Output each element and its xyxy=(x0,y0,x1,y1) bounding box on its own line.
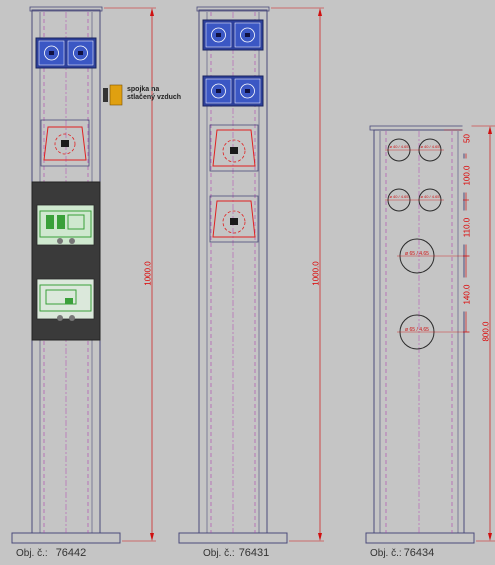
socket-face xyxy=(211,27,226,43)
socket-face xyxy=(240,83,255,99)
column-76442 xyxy=(11,6,156,544)
cee-face xyxy=(54,133,76,155)
breaker-window xyxy=(39,284,92,312)
breaker-module xyxy=(57,215,65,229)
socket-pins xyxy=(49,51,54,55)
base-plate xyxy=(11,532,121,544)
column-76431 xyxy=(178,6,324,544)
socket-pins xyxy=(78,51,83,55)
height-dim-76431: 1000.0 xyxy=(311,261,321,286)
caption-prefix: Obj. č.: xyxy=(370,548,402,559)
caption-prefix: Obj. č.: xyxy=(16,548,48,559)
double-socket-blue-top xyxy=(202,19,264,51)
caption-number: 76434 xyxy=(403,547,435,559)
cee-pins xyxy=(230,218,238,225)
base-plate xyxy=(365,532,475,544)
screw xyxy=(57,238,63,244)
cee-face xyxy=(222,139,246,163)
coupler-body xyxy=(109,84,123,106)
dim-arrow xyxy=(488,126,492,134)
coupler-note-line1: spojka na xyxy=(127,86,160,93)
cee-face xyxy=(222,210,246,234)
socket-pins xyxy=(245,89,250,93)
dim-arrow xyxy=(318,8,322,16)
caption-76442: Obj. č.: 76442 xyxy=(16,546,86,560)
cee-socket-upper xyxy=(209,124,259,172)
caption-number: 76431 xyxy=(238,547,270,559)
breaker-module xyxy=(65,298,73,304)
cee-plate xyxy=(209,124,259,172)
hole-dim-50: 50 xyxy=(462,123,472,154)
column-76434 xyxy=(365,125,495,544)
hole-dim-140: 140.0 xyxy=(462,277,472,312)
cee-housing xyxy=(212,129,256,167)
socket-face xyxy=(240,27,255,43)
socket-right xyxy=(67,40,94,66)
socket-face xyxy=(211,83,226,99)
hole-label-small: ø 40 / 4.65 xyxy=(420,144,440,149)
double-socket-blue xyxy=(35,37,97,69)
cee-plate xyxy=(209,195,259,243)
caption-76431: Obj. č.:76431 xyxy=(203,546,269,560)
top-cap xyxy=(29,6,103,12)
coupler-note: spojka na stlačený vzduch xyxy=(127,86,181,102)
cee-pins xyxy=(230,147,238,154)
caption-prefix: Obj. č.: xyxy=(203,548,235,559)
breaker-module xyxy=(45,289,77,305)
air-coupler xyxy=(103,84,123,106)
cee-plate xyxy=(40,119,90,167)
socket-face xyxy=(73,45,88,61)
hole-label-large: ø 65 / 4.65 xyxy=(405,327,429,333)
hole-dim-100: 100.0 xyxy=(462,158,472,193)
socket-pins xyxy=(245,33,250,37)
dim-arrow xyxy=(150,533,154,541)
cee-housing xyxy=(43,126,87,161)
hole-label-small: ø 40 / 4.65 xyxy=(389,194,409,199)
breaker-box-1 xyxy=(36,204,95,246)
dim-arrow xyxy=(318,533,322,541)
dim-arrow xyxy=(488,533,492,541)
hole-label-large: ø 65 / 4.65 xyxy=(405,251,429,257)
cee-housing xyxy=(212,200,256,238)
cee-pins xyxy=(61,140,69,147)
screw xyxy=(57,315,63,321)
cee-socket-lower xyxy=(209,195,259,243)
height-dim-76442: 1000.0 xyxy=(143,261,153,286)
breaker-box-2 xyxy=(36,278,95,321)
height-dim-76434: 800.0 xyxy=(481,321,491,342)
socket-pins xyxy=(216,33,221,37)
double-socket-blue-bottom xyxy=(202,75,264,107)
socket-pins xyxy=(216,89,221,93)
caption-76434: Obj. č.:76434 xyxy=(370,546,434,560)
dim-arrow xyxy=(150,8,154,16)
hole-label-small: ø 40 / 4.65 xyxy=(420,194,440,199)
base-plate xyxy=(178,532,288,544)
top-cap xyxy=(196,6,270,12)
breaker-window xyxy=(39,210,92,238)
coupler-note-line2: stlačený vzduch xyxy=(127,94,182,101)
hole-label-small: ø 40 / 4.65 xyxy=(389,144,409,149)
hole-dim-110: 110.0 xyxy=(462,210,472,245)
top-cap xyxy=(369,125,469,131)
caption-number: 76442 xyxy=(55,547,87,559)
screw xyxy=(69,315,75,321)
cee-socket xyxy=(40,119,90,167)
coupler-body-dark xyxy=(103,88,108,102)
breaker-module xyxy=(67,214,85,230)
screw xyxy=(69,238,75,244)
breaker-module xyxy=(46,215,54,229)
socket-face xyxy=(44,45,59,61)
